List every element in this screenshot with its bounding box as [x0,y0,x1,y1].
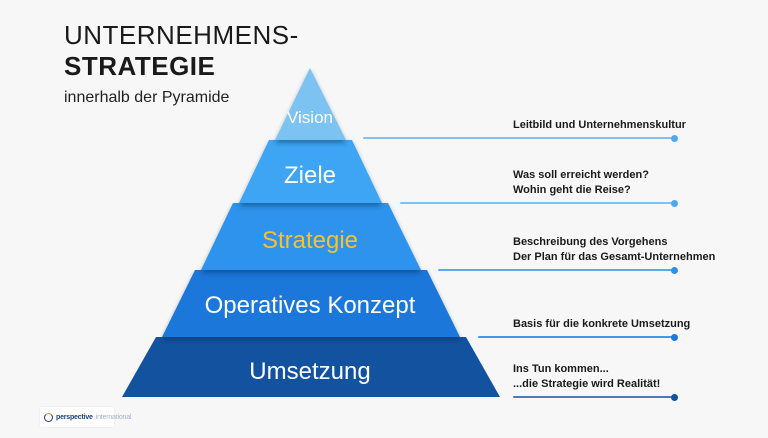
annotation-text-line: Der Plan für das Gesamt-Unternehmen [513,251,716,263]
pyramid-label-operatives-konzept: Operatives Konzept [204,292,416,319]
annotation-endpoint-dot [671,333,678,341]
page-title-line1: UNTERNEHMENS- [64,20,299,50]
annotation-text-line: Basis für die konkrete Umsetzung [513,318,691,330]
pyramid-level-strategie [201,203,421,270]
brand-name-light: international [95,413,132,421]
slide-header: UNTERNEHMENS- STRATEGIE innerhalb der Py… [64,20,299,107]
annotation-text-line: Was soll erreicht werden? [513,169,649,181]
annotation-strategie-text: Beschreibung des Vorgehens Der Plan für … [513,235,715,265]
brand-logo: perspective international [40,407,131,427]
annotation-text-line: Leitbild und Unternehmenskultur [513,119,686,131]
annotation-ziele: Was soll erreicht werden? Wohin geht die… [400,169,678,207]
annotation-endpoint-dot [671,393,678,401]
annotation-operatives-konzept: Basis für die konkrete Umsetzung [478,318,690,341]
pyramid-label-vision: Vision [287,108,333,127]
annotation-text-line: Ins Tun kommen... [513,363,609,375]
annotation-connector-line [363,134,678,142]
pyramid-label-ziele: Ziele [283,162,337,189]
globe-icon [44,412,53,422]
annotation-text-line: Wohin geht die Reise? [513,184,631,196]
pyramid-level-umsetzung [122,337,500,397]
annotation-endpoint-dot [671,266,678,274]
annotation-vision: Leitbild und Unternehmenskultur [363,119,686,142]
pyramid-label-umsetzung: Umsetzung [249,358,371,385]
annotation-ziele-text: Was soll erreicht werden? Wohin geht die… [513,168,649,198]
annotation-umsetzung-text: Ins Tun kommen... ...die Strategie wird … [513,362,660,392]
pyramid-level-ziele [239,140,382,203]
annotation-connector-line [478,333,678,341]
annotation-text-line: ...die Strategie wird Realität! [513,378,661,390]
annotation-vision-text: Leitbild und Unternehmenskultur [513,118,686,133]
annotation-connector-line [513,393,678,401]
annotation-connector-line [400,199,678,207]
page-subtitle: innerhalb der Pyramide [64,89,230,106]
annotation-operatives-text: Basis für die konkrete Umsetzung [513,317,690,332]
pyramid-label-strategie: Strategie [261,227,359,254]
pyramid-level-operatives-konzept [162,270,460,337]
annotation-umsetzung: Ins Tun kommen... ...die Strategie wird … [513,363,678,401]
pyramid-level-vision [275,68,346,140]
page-title-line2: STRATEGIE [64,51,216,81]
brand-name-bold: perspective [56,413,93,421]
annotation-endpoint-dot [671,134,678,142]
annotation-endpoint-dot [671,199,678,207]
annotation-text-line: Beschreibung des Vorgehens [513,236,668,248]
annotation-connector-line [438,266,678,274]
annotation-strategie: Beschreibung des Vorgehens Der Plan für … [438,236,715,274]
